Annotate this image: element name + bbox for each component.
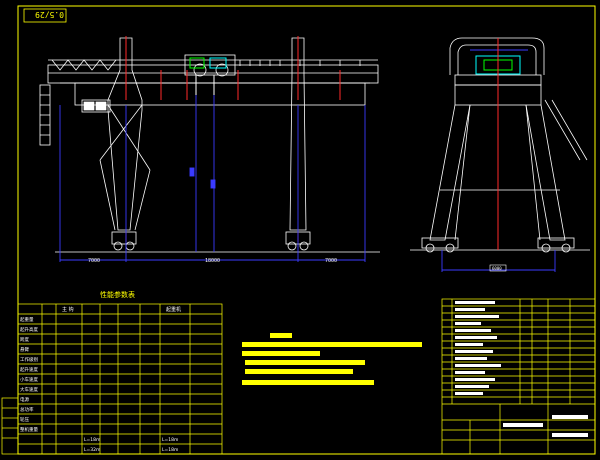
dim-right-span: 7000 bbox=[325, 258, 337, 264]
params-bottom-cells: L=18m L=32m L=18m L=18m bbox=[84, 437, 178, 453]
param-row-6: 起升速度 bbox=[20, 366, 38, 373]
param-row-11: 轮压 bbox=[20, 416, 29, 423]
param-row-7: 小车速度 bbox=[20, 376, 38, 383]
param-row-10: 总功率 bbox=[20, 406, 34, 413]
parts-list bbox=[441, 298, 596, 455]
parts-list-entries bbox=[455, 301, 588, 437]
param-cell-a: L=18m bbox=[84, 437, 100, 443]
params-header-main-hook: 主 钩 bbox=[62, 306, 74, 313]
drawing-frame bbox=[17, 5, 596, 455]
params-header-crane: 起重机 bbox=[166, 306, 181, 313]
param-cell-b: L=32m bbox=[84, 447, 100, 453]
title-stamp-box bbox=[23, 8, 67, 23]
dim-side-base: 6000 bbox=[492, 266, 502, 271]
param-row-9: 电源 bbox=[20, 396, 29, 403]
param-row-8: 大车速度 bbox=[20, 386, 38, 393]
left-margin-strip bbox=[1, 397, 19, 455]
side-dim-label-box bbox=[489, 264, 507, 272]
front-elevation bbox=[39, 37, 380, 253]
dim-left-span: 7000 bbox=[88, 258, 100, 264]
param-cell-d: L=18m bbox=[162, 447, 178, 453]
param-row-5: 工作级别 bbox=[20, 356, 38, 363]
param-row-3: 跨度 bbox=[20, 336, 29, 343]
technical-notes bbox=[242, 333, 422, 385]
params-table bbox=[17, 303, 223, 455]
front-centerlines bbox=[125, 36, 341, 242]
param-row-12: 整机重量 bbox=[20, 426, 38, 433]
param-row-1: 起重量 bbox=[20, 316, 34, 323]
param-cell-c: L=18m bbox=[162, 437, 178, 443]
front-trolley-accent bbox=[189, 57, 227, 95]
title-stamp-text: 0.5/29 bbox=[35, 10, 64, 19]
params-rows: 起重量 起升高度 跨度 悬臂 工作级别 起升速度 小车速度 大车速度 电源 总功… bbox=[20, 316, 38, 433]
param-row-4: 悬臂 bbox=[20, 346, 29, 353]
params-table-title: 性能参数表 bbox=[100, 290, 135, 299]
side-trolley-accent bbox=[470, 49, 528, 75]
param-row-2: 起升高度 bbox=[20, 326, 38, 333]
dim-main-span: 18000 bbox=[205, 258, 220, 264]
side-dimensions bbox=[441, 250, 556, 272]
front-dimensions bbox=[59, 95, 366, 262]
